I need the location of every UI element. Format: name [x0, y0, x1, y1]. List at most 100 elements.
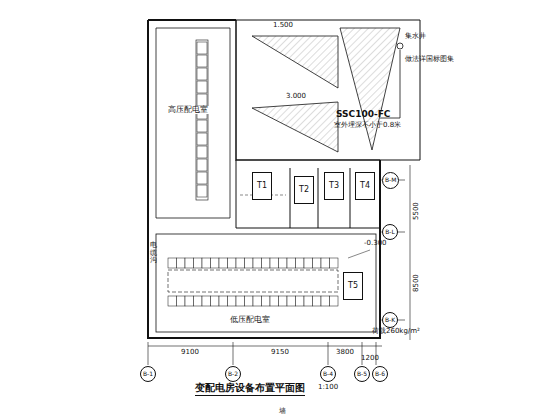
axis-bubble: B-5	[354, 366, 370, 382]
note-text: 荷载260kg/m²	[372, 328, 420, 336]
switchgear-cabinet	[245, 258, 254, 268]
switchgear-cabinet	[202, 258, 211, 268]
transformer-box: T1	[252, 172, 272, 200]
node-text: B-6	[375, 371, 385, 378]
room-label: 低压配电室	[215, 312, 285, 328]
node-text: 低压配电室	[229, 316, 271, 325]
switchgear-cabinet	[211, 296, 220, 306]
node-text: B-2	[228, 371, 238, 378]
node-text: T3	[329, 182, 339, 191]
switchgear-cabinet	[287, 258, 296, 268]
dimension-text: 3800	[336, 349, 354, 357]
switchgear-cabinet	[228, 258, 237, 268]
node-text: B-K	[385, 317, 395, 324]
switchgear-cabinet	[219, 258, 228, 268]
transformer-box: T3	[324, 172, 344, 200]
axis-bubble: B-6	[372, 366, 388, 382]
note-text: 集水井	[405, 33, 426, 41]
switchgear-cabinet	[321, 258, 330, 268]
switchgear-cabinet	[304, 296, 313, 306]
switchgear-cabinet	[262, 296, 271, 306]
dimension-text: -0.300	[364, 240, 387, 248]
switchgear-cabinet	[185, 296, 194, 306]
node-text: B-5	[357, 371, 367, 378]
axis-bubble: B-2	[225, 366, 241, 382]
node-text: B-4	[323, 371, 333, 378]
switchgear-cabinet	[236, 258, 245, 268]
switchgear-cabinet	[330, 296, 339, 306]
node-text: B-L	[385, 229, 395, 236]
room-label: 高压配电室	[158, 100, 218, 120]
hv-cabinet	[197, 133, 207, 145]
switchgear-cabinet	[279, 296, 288, 306]
switchgear-cabinet	[262, 258, 271, 268]
node-text: T5	[348, 282, 358, 291]
dimension-text: 9100	[181, 349, 199, 357]
switchgear-cabinet	[194, 258, 203, 268]
switchgear-cabinet	[270, 296, 279, 306]
dimension-text: 9150	[271, 349, 289, 357]
switchgear-cabinet	[313, 296, 322, 306]
switchgear-cabinet	[236, 296, 245, 306]
hv-cabinet	[197, 42, 207, 54]
node-text: T1	[257, 182, 267, 191]
note-text: 墙	[279, 408, 286, 416]
transformer-box: T5	[343, 272, 363, 300]
switchgear-cabinet	[177, 258, 186, 268]
switchgear-cabinet	[304, 258, 313, 268]
hv-cabinet	[197, 55, 207, 67]
hv-cabinet	[197, 94, 207, 106]
node-text: B-M	[385, 177, 396, 184]
axis-bubble: B-M	[382, 172, 399, 189]
switchgear-cabinet	[194, 296, 203, 306]
switchgear-cabinet	[211, 258, 220, 268]
note-text: 1:100	[318, 384, 338, 392]
switchgear-cabinet	[168, 258, 177, 268]
hv-cabinet	[197, 146, 207, 158]
dimension-text: 1200	[361, 355, 379, 363]
hv-cabinet	[197, 120, 207, 132]
switchgear-cabinet	[330, 258, 339, 268]
hv-cabinet	[197, 185, 207, 197]
note-text: 做法详国标图集	[405, 56, 454, 64]
hv-cabinet	[197, 68, 207, 80]
note-text: 电缆沟	[150, 242, 157, 265]
switchgear-cabinet	[219, 296, 228, 306]
switchgear-cabinet	[270, 258, 279, 268]
transformer-box: T2	[294, 176, 314, 204]
switchgear-cabinet	[185, 258, 194, 268]
dimension-text: 3.000	[286, 93, 306, 101]
switchgear-cabinet	[296, 258, 305, 268]
switchgear-cabinet	[245, 296, 254, 306]
hv-cabinet	[197, 172, 207, 184]
switchgear-cabinet	[253, 296, 262, 306]
axis-bubble: B-K	[382, 312, 398, 328]
drawing-title: 变配电房设备布置平面图	[195, 381, 305, 396]
node-text: B-1	[143, 371, 153, 378]
hv-cabinet	[197, 159, 207, 171]
dimension-text: 5500	[413, 202, 421, 220]
axis-bubble: B-4	[320, 366, 336, 382]
switchgear-cabinet	[287, 296, 296, 306]
transformer-box: T4	[355, 172, 375, 200]
switchgear-cabinet	[177, 296, 186, 306]
switchgear-cabinet	[313, 258, 322, 268]
switchgear-cabinet	[253, 258, 262, 268]
switchgear-cabinet	[321, 296, 330, 306]
dimension-text: 8500	[413, 274, 421, 292]
axis-bubble: B-1	[140, 366, 156, 382]
switchgear-cabinet	[228, 296, 237, 306]
axis-bubble: B-L	[382, 224, 398, 240]
node-text: 高压配电室	[167, 106, 209, 115]
note-text: SSC100-FC	[336, 110, 390, 120]
switchgear-cabinet	[279, 258, 288, 268]
hv-cabinet	[197, 81, 207, 93]
switchgear-cabinet	[168, 296, 177, 306]
switchgear-cabinet	[202, 296, 211, 306]
note-text: 室外埋深不小于0.8米	[334, 122, 401, 130]
node-text: T4	[360, 182, 370, 191]
node-text: T2	[299, 186, 309, 195]
dimension-text: 1.500	[273, 22, 293, 30]
switchgear-cabinet	[296, 296, 305, 306]
